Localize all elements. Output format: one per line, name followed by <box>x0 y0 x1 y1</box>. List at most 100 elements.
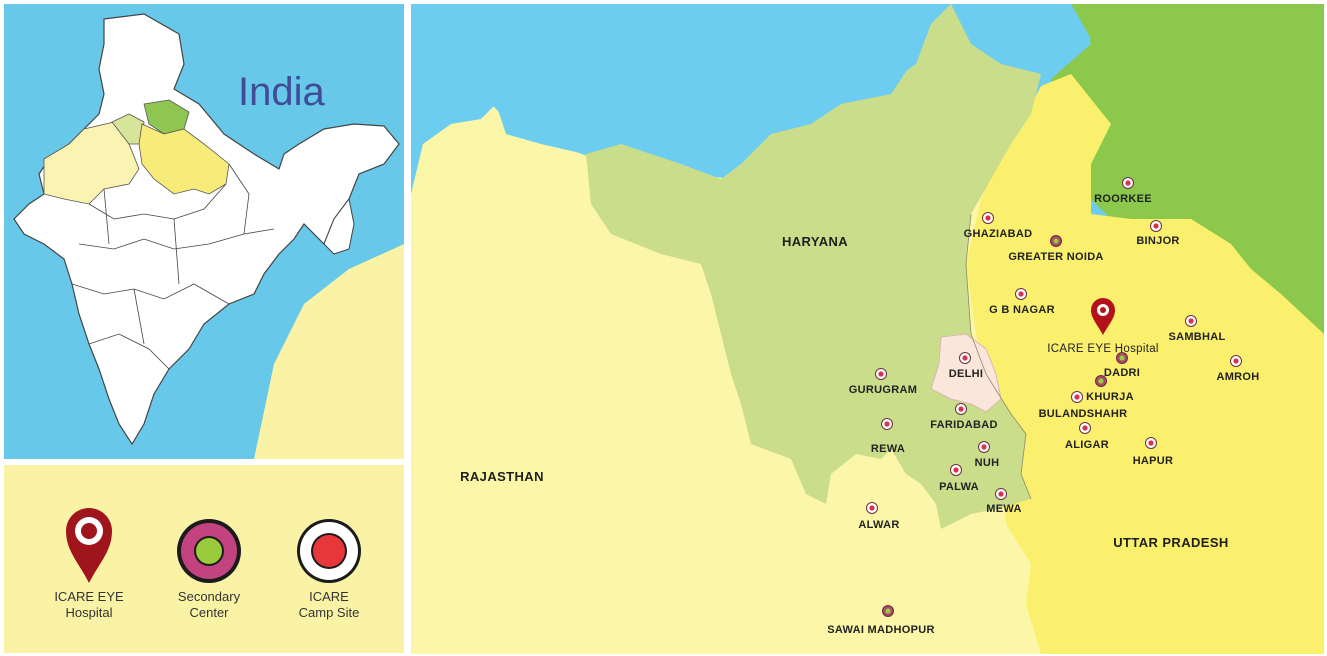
sea-region-right <box>971 4 1091 74</box>
place-label-dadri: DADRI <box>1104 367 1140 379</box>
place-marker-faridabad[interactable]: FARIDABAD <box>930 403 997 432</box>
place-label-greater-noida: GREATER NOIDA <box>1008 251 1103 263</box>
inset-rajasthan <box>43 121 140 205</box>
map-legend: ICARE EYE Hospital Secondary Center ICAR… <box>4 465 404 653</box>
marker-center-dot <box>1233 358 1239 364</box>
inset-state-borders <box>71 163 275 370</box>
inset-yellow-land <box>254 244 404 459</box>
place-marker-khurja[interactable]: KHURJA <box>1086 375 1134 404</box>
place-marker-binjor[interactable]: BINJOR <box>1136 220 1179 248</box>
marker-center-dot <box>962 355 968 361</box>
state-label-rajasthan: RAJASTHAN <box>460 469 544 484</box>
marker-center-dot <box>1153 223 1159 229</box>
northeast-region <box>323 197 355 255</box>
region-map-canvas: HARYANA RAJASTHAN UTTAR PRADESH ICARE EY… <box>411 4 1324 654</box>
place-marker-greater-noida[interactable]: GREATER NOIDA <box>1008 235 1103 264</box>
state-label-haryana: HARYANA <box>782 234 848 249</box>
inset-title: India <box>238 70 325 114</box>
legend-label-hospital-line1: ICARE EYE <box>54 589 124 604</box>
inset-uttar-pradesh <box>138 123 230 195</box>
legend-item-hospital: ICARE EYE Hospital <box>34 505 144 621</box>
marker-center-dot <box>953 467 959 473</box>
hospital-pin-dot <box>1100 307 1106 313</box>
marker-center-dot <box>1082 425 1088 431</box>
legend-item-camp: ICARE Camp Site <box>274 517 384 621</box>
place-marker-mewa[interactable]: MEWA <box>986 488 1021 516</box>
legend-label-camp-line1: ICARE <box>309 589 349 604</box>
place-marker-g-b-nagar[interactable]: G B NAGAR <box>989 288 1055 317</box>
haryana-region <box>586 4 1041 529</box>
legend-label-secondary-line2: Center <box>189 605 229 620</box>
place-marker-palwa[interactable]: PALWA <box>939 464 979 494</box>
marker-center-dot <box>981 444 987 450</box>
place-label-alwar: ALWAR <box>858 519 899 531</box>
place-marker-aligar[interactable]: ALIGAR <box>1065 422 1109 452</box>
uttar-pradesh-region <box>966 74 1324 654</box>
place-marker-sawai-madhopur[interactable]: SAWAI MADHOPUR <box>827 605 934 637</box>
main-region-map: HARYANA RAJASTHAN UTTAR PRADESH ICARE EY… <box>411 4 1324 654</box>
marker-center-dot <box>1018 291 1024 297</box>
marker-center-dot <box>1188 318 1194 324</box>
marker-center-dot <box>1053 238 1059 244</box>
place-label-nuh: NUH <box>975 457 1000 469</box>
place-label-rewa: REWA <box>871 443 905 455</box>
marker-center-dot <box>1125 180 1131 186</box>
place-marker-delhi[interactable]: DELHI <box>949 352 984 381</box>
marker-center-dot <box>1148 440 1154 446</box>
marker-center-dot <box>878 371 884 377</box>
place-label-hapur: HAPUR <box>1133 455 1174 467</box>
marker-center-dot <box>1098 378 1104 384</box>
place-label-delhi: DELHI <box>949 368 984 380</box>
place-marker-hapur[interactable]: HAPUR <box>1133 437 1174 468</box>
marker-center-dot <box>958 406 964 412</box>
place-label-khurja: KHURJA <box>1086 391 1134 403</box>
delhi-region <box>930 333 1002 413</box>
legend-label-secondary-line1: Secondary <box>177 589 241 604</box>
marker-center-dot <box>869 505 875 511</box>
marker-center-dot <box>1119 355 1125 361</box>
hospital-pin-icon <box>64 505 114 585</box>
place-label-amroh: AMROH <box>1216 371 1259 383</box>
place-marker-ghaziabad[interactable]: GHAZIABAD <box>964 212 1033 241</box>
camp-site-icon <box>295 517 363 585</box>
place-marker-nuh[interactable]: NUH <box>975 441 1000 470</box>
place-label-aligar: ALIGAR <box>1065 439 1109 451</box>
uttarakhand-region <box>1051 4 1324 344</box>
sea-region <box>411 4 951 174</box>
place-marker-sambhal[interactable]: SAMBHAL <box>1168 315 1225 344</box>
place-marker-dadri[interactable]: DADRI <box>1104 352 1140 380</box>
place-label-mewa: MEWA <box>986 503 1021 515</box>
place-label-palwa: PALWA <box>939 481 979 493</box>
marker-center-dot <box>985 215 991 221</box>
place-marker-alwar[interactable]: ALWAR <box>858 502 899 532</box>
place-label-ghaziabad: GHAZIABAD <box>964 228 1033 240</box>
marker-center-dot <box>884 421 890 427</box>
legend-label-hospital-line2: Hospital <box>65 605 113 620</box>
state-borders <box>965 213 1032 500</box>
marker-center-dot <box>998 491 1004 497</box>
place-marker-amroh[interactable]: AMROH <box>1216 355 1259 384</box>
place-label-bulandshahr: BULANDSHAHR <box>1039 408 1128 420</box>
legend-label-camp-line2: Camp Site <box>298 605 360 620</box>
india-inset-map: India <box>4 4 404 459</box>
state-label-uttar-pradesh: UTTAR PRADESH <box>1113 535 1228 550</box>
india-outline <box>13 13 404 459</box>
place-marker-bulandshahr[interactable]: BULANDSHAHR <box>1039 391 1128 421</box>
place-label-gurugram: GURUGRAM <box>849 384 917 396</box>
place-marker-roorkee[interactable]: ROORKEE <box>1094 177 1152 206</box>
hospital-label: ICARE EYE Hospital <box>1047 343 1159 355</box>
place-label-sambhal: SAMBHAL <box>1168 331 1225 343</box>
legend-item-secondary: Secondary Center <box>154 517 264 621</box>
hospital-pin-icon <box>1091 298 1115 335</box>
marker-center-dot <box>1074 394 1080 400</box>
hospital-marker[interactable]: ICARE EYE Hospital <box>1047 298 1159 355</box>
secondary-center-icon <box>175 517 243 585</box>
place-label-faridabad: FARIDABAD <box>930 419 997 431</box>
place-label-sawai-madhopur: SAWAI MADHOPUR <box>827 624 934 636</box>
place-label-binjor: BINJOR <box>1136 235 1179 247</box>
place-label-g-b-nagar: G B NAGAR <box>989 304 1055 316</box>
place-marker-rewa[interactable]: REWA <box>871 418 905 456</box>
place-label-roorkee: ROORKEE <box>1094 193 1152 205</box>
place-marker-gurugram[interactable]: GURUGRAM <box>849 368 917 397</box>
place-markers: ROORKEE GHAZIABAD GREATER NOIDA BINJOR G B N… <box>827 177 1259 637</box>
